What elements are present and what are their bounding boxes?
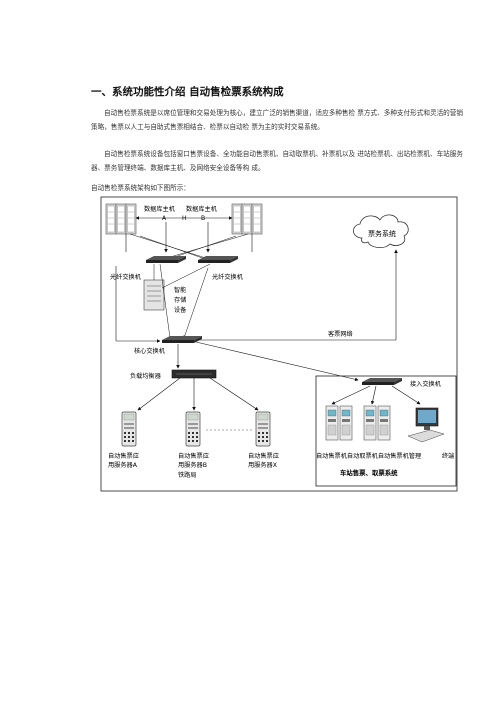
server-b-label-1: 自动售票应 <box>178 452 209 460</box>
system-architecture-diagram: 数据库主机 数据库主机 A H B 光纤交换机 光纤交换机 智能 存储 设备 核… <box>100 196 458 492</box>
paragraph-diagram-caption: 自动售检票系统架构如下图所示： <box>91 184 190 192</box>
load-balancer-label: 负载均衡器 <box>130 372 162 380</box>
storage-label-2: 存储 <box>174 296 186 304</box>
server-a-label-2: 用服务器A <box>108 461 138 469</box>
section-heading: 一、系统功能性介绍 自动售检票系统构成 <box>91 86 284 98</box>
label-b: B <box>201 215 205 222</box>
terminal-mark: 终端 <box>442 452 454 460</box>
management-terminal-icon <box>407 407 445 443</box>
label-a: A <box>162 215 167 222</box>
access-switch-icon <box>362 378 402 385</box>
server-b-label-2: 用服务器B <box>178 461 207 469</box>
core-switch-label: 核心交换机 <box>134 347 166 355</box>
storage-label-3: 设备 <box>174 306 187 314</box>
fiber-switch-left-label: 光纤交换机 <box>110 273 142 281</box>
db-host-b-icon <box>231 203 263 235</box>
fiber-switch-left-icon <box>146 256 186 263</box>
server-a-icon <box>121 411 137 447</box>
server-x-label-1: 自动售票应 <box>248 452 279 460</box>
db-host-a-label: 数据库主机 <box>144 205 176 213</box>
passenger-network-label: 客票网络 <box>328 330 353 338</box>
server-x-icon <box>255 411 271 447</box>
outer-frame <box>100 196 458 492</box>
station-devices-label: 自动售票机自动取票机自动售票机管理 <box>316 452 421 460</box>
storage-device-icon <box>143 279 165 311</box>
server-b-label-3: 铁路局 <box>178 471 197 479</box>
fiber-switch-right-icon <box>198 256 238 263</box>
ticket-system-label: 票务系统 <box>368 229 396 238</box>
auto-collect-machine-icon <box>363 405 391 441</box>
paragraph-equipment: 自动售检票系统设备包括窗口售票设备、全功能自动售票机、自动取票机、补票机以及 进… <box>91 150 463 172</box>
server-b-icon <box>185 411 201 447</box>
label-h: H <box>182 215 187 222</box>
auto-ticket-machine-icon <box>325 405 353 441</box>
core-switch-icon <box>162 336 202 343</box>
station-box <box>315 375 457 487</box>
station-system-label: 车站售票、取票系统 <box>340 468 398 477</box>
load-balancer-icon <box>171 369 217 379</box>
fiber-switch-right-label: 光纤交换机 <box>212 273 244 281</box>
server-x-label-2: 用服务器X <box>248 461 278 469</box>
storage-label-1: 智能 <box>174 286 186 294</box>
paragraph-intro: 自动售检票系统是以席位管理和交易处理为核心，建立广泛的销售渠道，适应多种售检 票… <box>91 109 463 131</box>
db-host-a-icon <box>105 203 137 235</box>
db-host-b-label: 数据库主机 <box>186 205 218 213</box>
ticket-system-cloud-icon <box>353 214 409 248</box>
access-switch-label: 接入交换机 <box>410 380 442 388</box>
server-a-label-1: 自动售票应 <box>108 452 139 460</box>
